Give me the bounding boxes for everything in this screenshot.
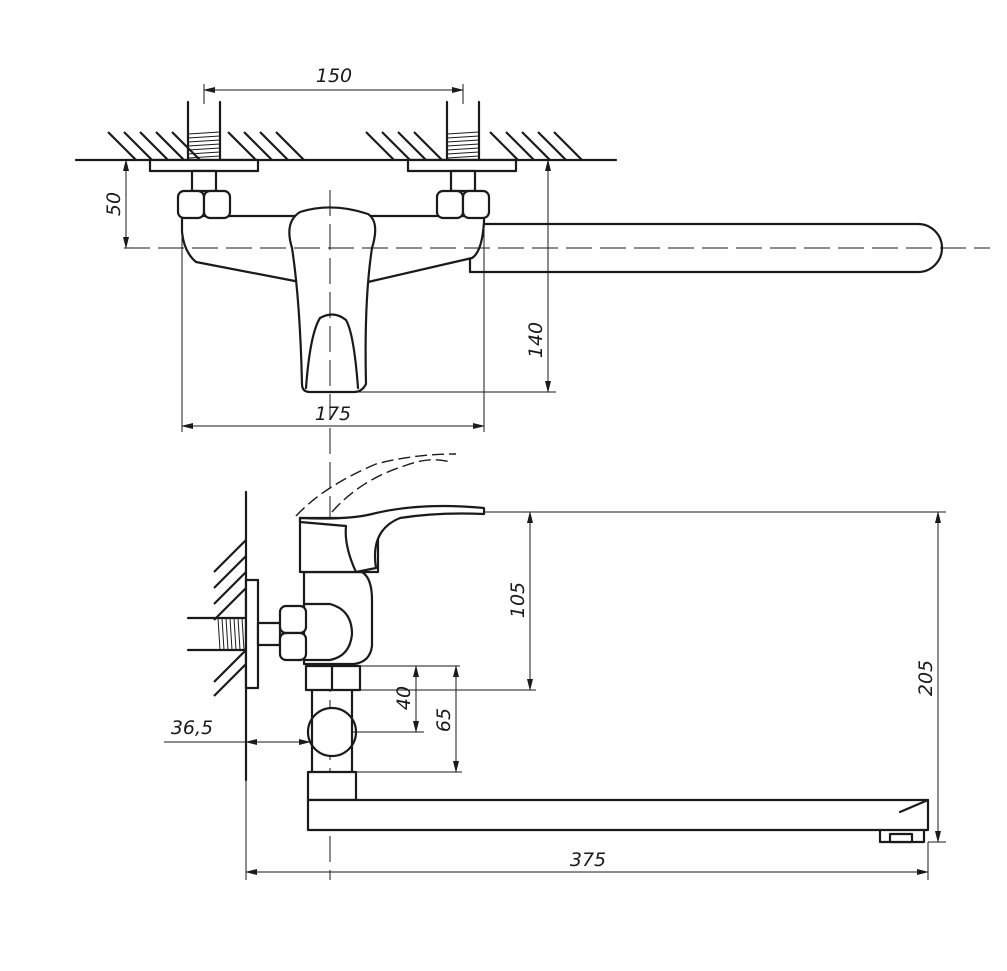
side-mixer-body xyxy=(302,570,374,666)
lever-top-view-detail xyxy=(304,313,360,390)
right-wall-pipe xyxy=(445,100,481,162)
dim-label-375: 375 xyxy=(570,849,606,871)
dimension-40: 40 xyxy=(352,665,460,733)
dimension-175: 175 xyxy=(181,222,485,432)
right-eccentric-neck xyxy=(449,169,477,193)
dim-label-140: 140 xyxy=(525,322,547,358)
dimension-205: 205 xyxy=(915,511,946,843)
left-escutcheon xyxy=(148,158,260,173)
right-union-nut xyxy=(435,189,491,220)
lever-top-view xyxy=(288,206,377,394)
side-aerator xyxy=(888,832,914,844)
side-lower-collar xyxy=(306,770,358,802)
dimension-36-5: 36,5 xyxy=(164,717,311,745)
side-wall-hatch xyxy=(213,539,247,697)
dim-label-205: 205 xyxy=(915,660,937,696)
dimension-65: 65 xyxy=(352,665,462,773)
dimension-375: 375 xyxy=(245,780,929,880)
dimension-150: 150 xyxy=(203,65,464,104)
side-eccentric-neck xyxy=(256,621,282,647)
dim-label-105: 105 xyxy=(507,582,529,618)
left-union-nut xyxy=(176,189,232,220)
side-spout xyxy=(306,798,930,832)
wall-hatch-right xyxy=(365,131,583,161)
side-wall-pipe xyxy=(186,616,248,652)
dim-label-175: 175 xyxy=(315,403,351,425)
dimension-105: 105 xyxy=(360,511,946,691)
side-view: 105 205 40 65 36,5 xyxy=(164,453,946,880)
side-lever-handle xyxy=(298,504,486,574)
side-lever-phantom xyxy=(295,453,457,517)
left-wall-pipe xyxy=(186,100,222,162)
dim-label-50: 50 xyxy=(103,192,125,216)
dim-label-36-5: 36,5 xyxy=(171,717,213,739)
right-escutcheon xyxy=(406,158,518,173)
wall-hatch-left xyxy=(107,131,305,161)
dim-label-40: 40 xyxy=(393,686,415,710)
side-union-nut xyxy=(278,604,308,662)
dimension-50: 50 xyxy=(103,159,150,249)
side-valve-ball xyxy=(306,706,358,758)
side-body-outlet-detail xyxy=(302,602,354,662)
top-view: 150 50 140 175 xyxy=(74,65,990,880)
side-escutcheon xyxy=(244,578,260,690)
dim-label-150: 150 xyxy=(316,65,352,87)
dim-label-65: 65 xyxy=(433,708,455,732)
left-eccentric-neck xyxy=(190,169,218,193)
dimension-140: 140 xyxy=(358,159,556,393)
